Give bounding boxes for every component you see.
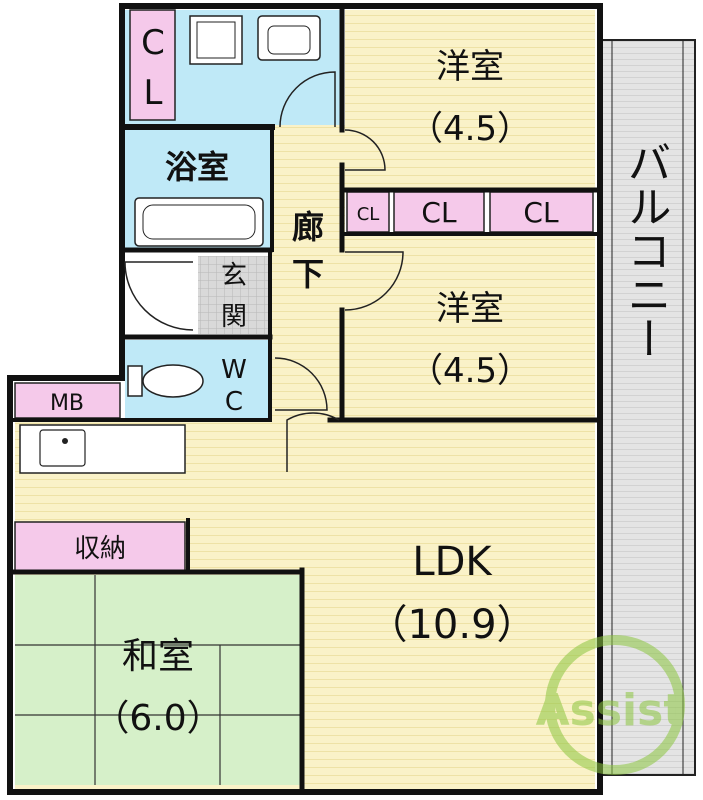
western-room-1-name: 洋室 bbox=[436, 47, 504, 87]
closet-mid-label: CL bbox=[421, 196, 457, 229]
door-ldk bbox=[286, 412, 340, 472]
doors bbox=[124, 71, 404, 472]
closet-row bbox=[346, 191, 594, 233]
door-western-1 bbox=[344, 129, 386, 171]
door-toilet bbox=[274, 357, 328, 411]
door-washroom bbox=[279, 71, 336, 128]
label-ldk: LDK （10.9） bbox=[367, 539, 536, 648]
western-room-2-size: （4.5） bbox=[409, 351, 531, 391]
toilet-label-top: W bbox=[221, 355, 247, 385]
bathroom bbox=[125, 130, 270, 248]
meter-box-label: MB bbox=[50, 391, 84, 416]
bathroom-label: 浴室 bbox=[165, 148, 229, 186]
ldk-size: （10.9） bbox=[367, 602, 536, 648]
door-entrance bbox=[124, 261, 194, 331]
closet-right bbox=[489, 191, 594, 233]
door-western-2 bbox=[344, 251, 404, 311]
assist-logo: Assist bbox=[536, 635, 685, 775]
japanese-storage-label: 収納 bbox=[74, 534, 126, 564]
japanese-storage bbox=[14, 521, 186, 573]
washer-icon bbox=[196, 21, 236, 59]
assist-logo-text: Assist bbox=[536, 685, 685, 736]
label-japanese-room: 和室 （6.0） bbox=[93, 636, 222, 739]
entrance-label-top: 玄 bbox=[221, 261, 247, 291]
kitchen-counter bbox=[19, 424, 186, 474]
western-room-2-floor bbox=[345, 232, 595, 420]
toilet bbox=[125, 340, 270, 418]
closet-washroom-label-top: C bbox=[141, 23, 165, 63]
japanese-room-name: 和室 bbox=[122, 636, 194, 677]
western-room-1-floor bbox=[345, 10, 595, 190]
label-western-room-2: 洋室 （4.5） bbox=[409, 289, 531, 391]
toilet-tank-icon bbox=[127, 365, 143, 397]
closet-washroom-label-bottom: L bbox=[144, 73, 163, 113]
meter-box bbox=[14, 382, 121, 419]
hallway-label-top: 廊 bbox=[292, 208, 324, 246]
sink-icon bbox=[39, 429, 86, 467]
walls bbox=[7, 3, 603, 795]
ldk-name: LDK bbox=[412, 539, 493, 585]
japanese-room-size: （6.0） bbox=[93, 698, 222, 739]
label-western-room-1: 洋室 （4.5） bbox=[409, 47, 531, 149]
toilet-bowl-icon bbox=[142, 364, 204, 398]
western-room-2-name: 洋室 bbox=[436, 289, 504, 329]
entrance-label-bottom: 関 bbox=[221, 302, 247, 332]
entrance bbox=[120, 256, 270, 334]
washing-machine-pan bbox=[189, 15, 243, 65]
japanese-room bbox=[15, 575, 300, 785]
closet-washroom bbox=[129, 9, 176, 121]
western-room-1-size: （4.5） bbox=[409, 109, 531, 149]
closet-small-label: CL bbox=[357, 204, 380, 225]
toilet-label-bottom: C bbox=[225, 387, 243, 417]
hallway-label-bottom: 下 bbox=[292, 255, 324, 293]
balcony-label: バルコニー bbox=[620, 140, 671, 360]
closet-right-label: CL bbox=[523, 196, 559, 229]
